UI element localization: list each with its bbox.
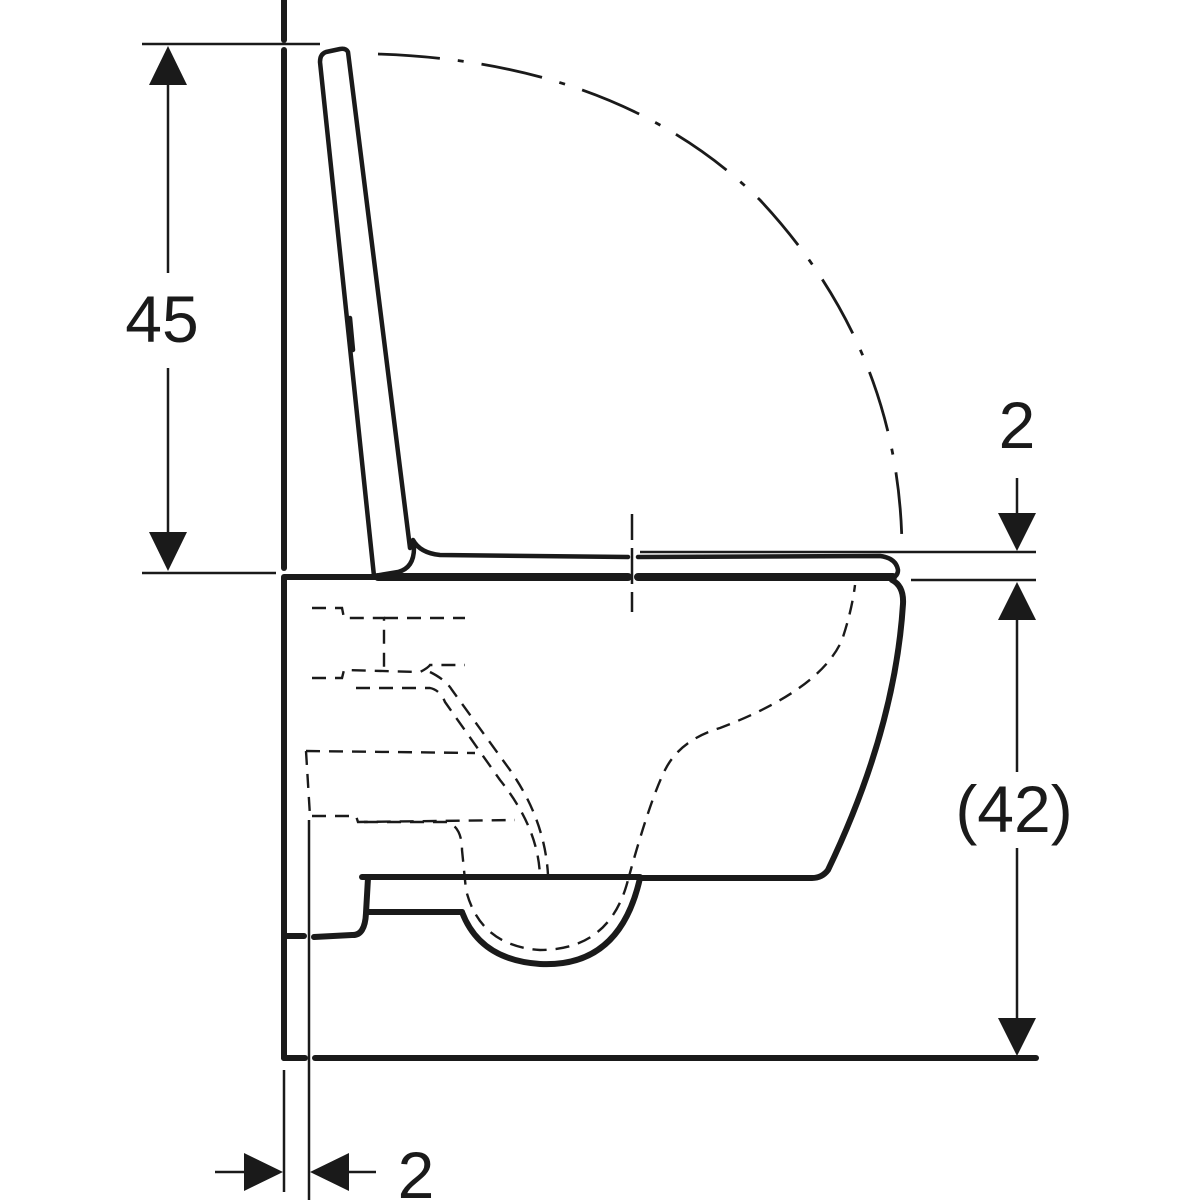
arrow-up-icon xyxy=(149,46,187,85)
wall-and-floor xyxy=(281,0,1039,1200)
arrow-down-icon xyxy=(998,513,1036,551)
arrow-down-icon xyxy=(149,532,187,571)
dimension-label-2-seat: 2 xyxy=(999,388,1036,462)
hidden-internal-lines xyxy=(304,584,857,952)
toilet-lid-open xyxy=(317,46,413,579)
arrow-down-icon xyxy=(998,1018,1036,1056)
toilet-bowl xyxy=(281,574,907,968)
dimension-wall-offset: 2 xyxy=(215,1070,434,1200)
dimension-seat-thickness: 2 xyxy=(640,388,1036,620)
arrow-up-icon xyxy=(998,582,1036,620)
dimension-rim-height: (42) xyxy=(955,620,1073,1056)
lid-swing-arc xyxy=(377,52,904,549)
dimension-label-42: (42) xyxy=(955,772,1072,846)
arrow-right-icon xyxy=(244,1153,283,1191)
dimension-label-45: 45 xyxy=(125,282,198,356)
arrow-left-icon xyxy=(310,1153,349,1191)
dimension-label-2-wall: 2 xyxy=(398,1138,435,1200)
dimension-lid-height: 45 xyxy=(125,42,320,575)
toilet-seat xyxy=(371,514,901,612)
